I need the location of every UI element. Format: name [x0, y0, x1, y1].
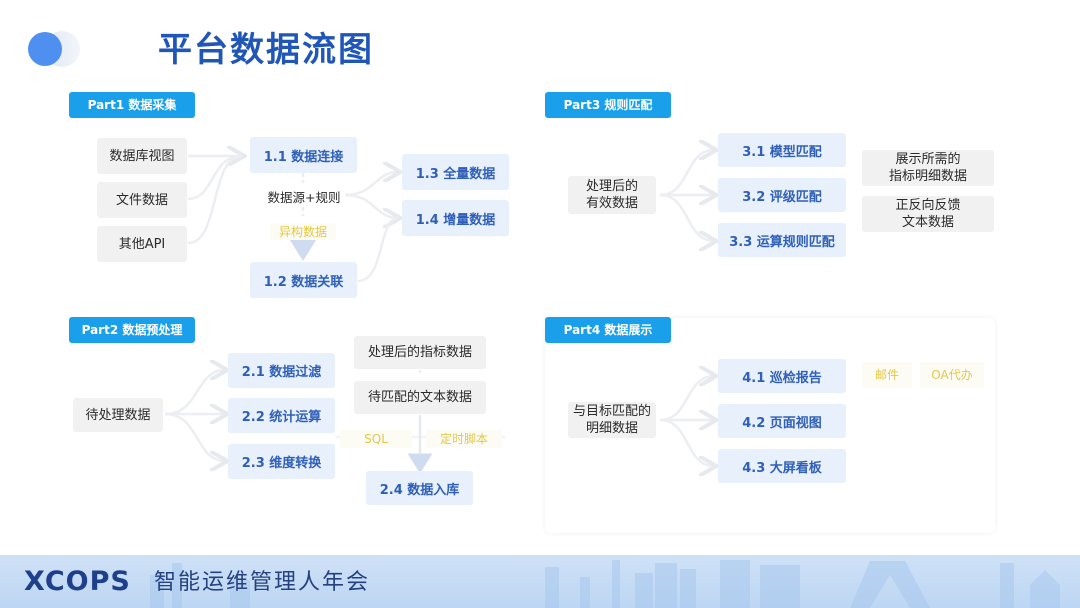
label-heterogeneous-data: 异构数据: [270, 223, 336, 240]
output-text-to-match: 待匹配的文本数据: [354, 381, 486, 414]
input-processed-valid-data: 处理后的 有效数据: [568, 176, 656, 214]
footer-banner: [0, 555, 1080, 608]
step-3-3-calc-rule-match: 3.3 运算规则匹配: [718, 223, 846, 257]
footer-brand-logo: XCOPS: [24, 566, 131, 597]
part2-tag: Part2 数据预处理: [69, 317, 195, 343]
logo-circle-blue: [28, 32, 62, 66]
channel-oa-todo: OA代办: [920, 362, 984, 388]
source-file-data: 文件数据: [97, 182, 187, 218]
step-3-1-model-match: 3.1 模型匹配: [718, 133, 846, 167]
step-1-3-full-data: 1.3 全量数据: [402, 154, 509, 190]
output-processed-metrics: 处理后的指标数据: [354, 336, 486, 369]
step-1-4-incremental-data: 1.4 增量数据: [402, 200, 509, 236]
input-line-2: 明细数据: [585, 421, 638, 436]
part3-tag: Part3 规则匹配: [545, 92, 671, 118]
output-line-2: 指标明细数据: [888, 169, 967, 184]
step-4-3-dashboard: 4.3 大屏看板: [718, 449, 846, 483]
step-4-1-inspection-report: 4.1 巡检报告: [718, 359, 846, 393]
input-pending-data: 待处理数据: [73, 398, 163, 432]
source-database-view: 数据库视图: [97, 138, 187, 174]
output-line-2: 文本数据: [901, 215, 954, 230]
channel-email: 邮件: [862, 362, 912, 388]
input-line-1: 处理后的: [585, 179, 638, 194]
step-2-3-dimension-transform: 2.3 维度转换: [228, 444, 335, 479]
step-1-1-data-connect: 1.1 数据连接: [250, 137, 357, 173]
method-sql: SQL: [340, 430, 412, 448]
step-1-2-data-association: 1.2 数据关联: [250, 262, 357, 298]
footer-event-name: 智能运维管理人年会: [154, 570, 371, 595]
output-line-1: 展示所需的: [895, 152, 961, 167]
step-4-2-page-view: 4.2 页面视图: [718, 404, 846, 438]
step-2-1-data-filter: 2.1 数据过滤: [228, 353, 335, 388]
output-feedback-text: 正反向反馈 文本数据: [862, 196, 994, 232]
part4-tag: Part4 数据展示: [545, 317, 671, 343]
output-detail-metrics: 展示所需的 指标明细数据: [862, 150, 994, 186]
source-other-api: 其他API: [97, 226, 187, 262]
city-skyline-graphic: [150, 560, 1060, 608]
label-source-rules: 数据源+规则: [267, 190, 341, 205]
input-line-1: 与目标匹配的: [572, 404, 651, 419]
step-3-2-rating-match: 3.2 评级匹配: [718, 178, 846, 212]
input-line-2: 有效数据: [585, 196, 638, 211]
step-2-4-data-storage: 2.4 数据入库: [366, 471, 473, 505]
step-2-2-statistics: 2.2 统计运算: [228, 398, 335, 433]
method-scheduled-script: 定时脚本: [426, 430, 502, 448]
output-line-1: 正反向反馈: [895, 198, 961, 213]
part1-tag: Part1 数据采集: [69, 92, 195, 118]
page-title: 平台数据流图: [158, 30, 374, 70]
input-matched-detail-data: 与目标匹配的 明细数据: [568, 402, 656, 438]
